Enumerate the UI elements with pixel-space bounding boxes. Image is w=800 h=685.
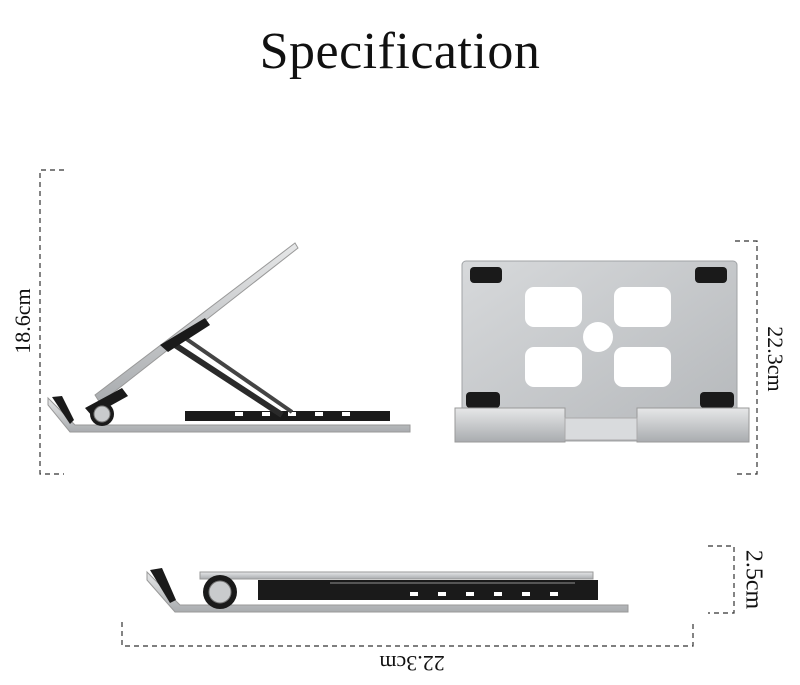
side-base-plate — [47, 396, 411, 433]
folded-base-plate — [146, 570, 629, 613]
rubber-pad — [470, 267, 502, 283]
side-strut-1 — [173, 342, 284, 418]
rubber-pad — [695, 267, 727, 283]
length-dimension-line — [121, 622, 694, 647]
side-view-stand — [47, 242, 411, 433]
folded-rubber-rail — [258, 580, 598, 600]
side-top-plate — [94, 242, 299, 404]
dimension-lines — [39, 169, 758, 647]
height-dimension-line — [39, 169, 64, 475]
folded-top-plate — [199, 571, 594, 580]
folded-length-label: 22.3cm — [379, 651, 445, 676]
front-foot-left — [454, 407, 566, 443]
top-view-stand — [454, 260, 750, 443]
vent-cutout — [614, 347, 671, 387]
height-label: 18.6cm — [10, 288, 35, 354]
side-strut-2 — [183, 336, 294, 414]
thickness-dimension-line — [708, 545, 735, 614]
folded-front-lip — [150, 568, 176, 603]
vent-cutout — [614, 287, 671, 327]
vent-cutout — [525, 287, 582, 327]
page-title: Specification — [259, 23, 541, 80]
side-base-rubber — [185, 411, 390, 421]
depth-label: 22.3cm — [763, 326, 788, 392]
vent-cutout — [525, 347, 582, 387]
front-foot-right — [636, 407, 750, 443]
rubber-pad — [466, 392, 500, 408]
side-front-lip — [52, 396, 74, 424]
vent-center-hole — [583, 322, 613, 352]
depth-dimension-line — [735, 240, 758, 475]
folded-thickness-label: 2.5cm — [740, 549, 767, 610]
folded-view-stand — [146, 568, 629, 613]
rubber-pad — [700, 392, 734, 408]
